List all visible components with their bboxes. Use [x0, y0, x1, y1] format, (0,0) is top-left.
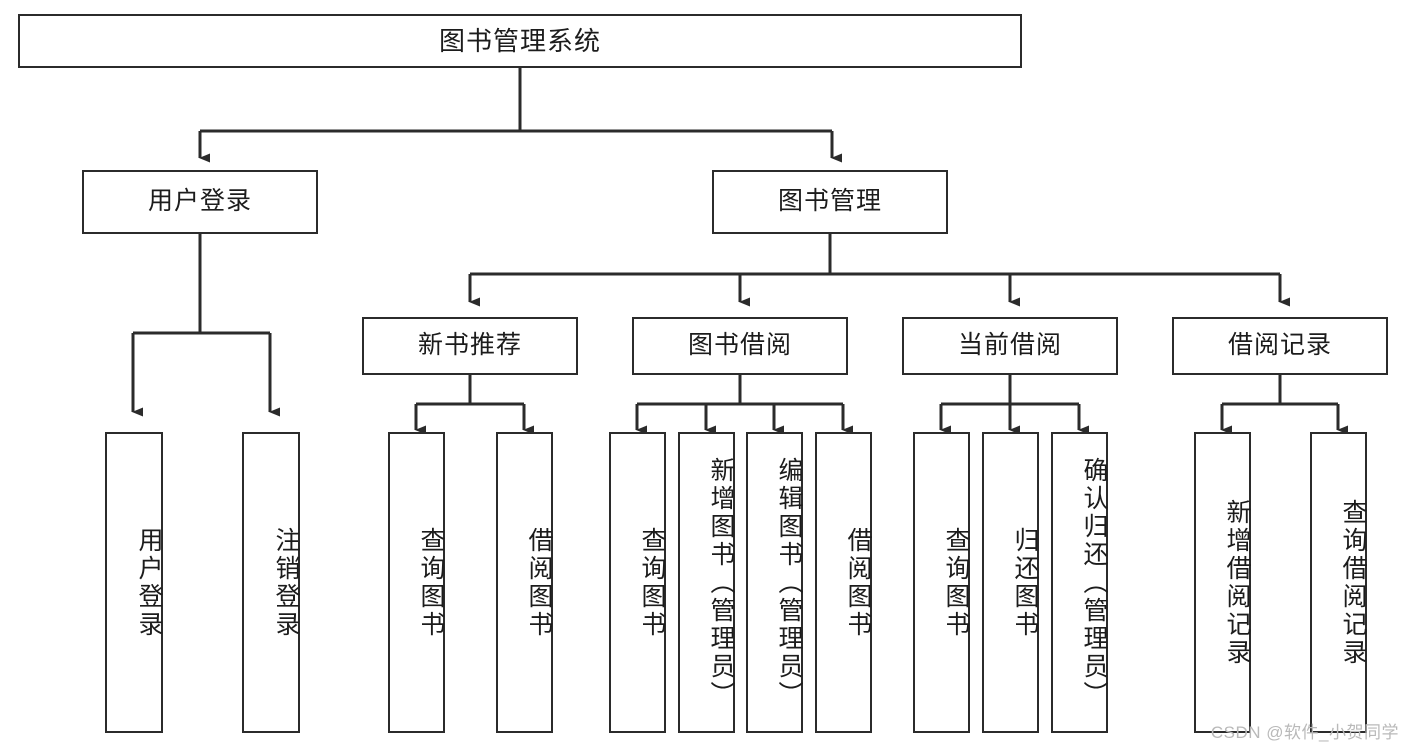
node-label: 用户登录: [135, 526, 163, 639]
leaf-user-login-signin[interactable]: 用户登录: [105, 432, 163, 733]
leaf-current-return-book[interactable]: 归还图书: [982, 432, 1039, 733]
leaf-new-book-borrow[interactable]: 借阅图书: [496, 432, 553, 733]
node-label: 查询图书: [942, 526, 970, 639]
node-root-system[interactable]: 图书管理系统: [18, 14, 1022, 68]
node-label: 借阅图书: [844, 526, 872, 639]
node-label: 借阅图书: [525, 526, 553, 639]
leaf-current-query-book[interactable]: 查询图书: [913, 432, 970, 733]
node-label: 归还图书: [1011, 526, 1039, 639]
node-borrow-record[interactable]: 借阅记录: [1172, 317, 1388, 375]
node-label: 查询借阅记录: [1339, 498, 1367, 667]
node-label: 借阅记录: [1227, 331, 1332, 360]
node-label: 图书管理系统: [438, 25, 601, 56]
node-book-borrow[interactable]: 图书借阅: [632, 317, 848, 375]
leaf-user-login-signout[interactable]: 注销登录: [242, 432, 300, 733]
leaf-borrow-query-book[interactable]: 查询图书: [609, 432, 666, 733]
leaf-record-query[interactable]: 查询借阅记录: [1310, 432, 1367, 733]
leaf-borrow-edit-book[interactable]: 编辑图书（管理员）: [746, 432, 803, 733]
leaf-record-add[interactable]: 新增借阅记录: [1194, 432, 1251, 733]
node-new-book-recommend[interactable]: 新书推荐: [362, 317, 578, 375]
node-label: 新书推荐: [417, 331, 522, 360]
node-label: 注销登录: [272, 526, 300, 639]
node-label: 确认归还（管理员）: [1080, 456, 1108, 709]
node-label: 编辑图书（管理员）: [775, 456, 803, 709]
node-label: 用户登录: [147, 187, 252, 216]
node-user-login[interactable]: 用户登录: [82, 170, 318, 234]
leaf-borrow-add-book[interactable]: 新增图书（管理员）: [678, 432, 735, 733]
leaf-borrow-borrow-book[interactable]: 借阅图书: [815, 432, 872, 733]
node-label: 图书借阅: [687, 331, 792, 360]
node-label: 新增借阅记录: [1223, 498, 1251, 667]
node-label: 图书管理: [777, 187, 882, 216]
leaf-new-book-query[interactable]: 查询图书: [388, 432, 445, 733]
node-label: 查询图书: [417, 526, 445, 639]
leaf-current-confirm-return[interactable]: 确认归还（管理员）: [1051, 432, 1108, 733]
node-label: 查询图书: [638, 526, 666, 639]
csdn-watermark: CSDN @软件_小贺同学: [1210, 723, 1399, 742]
node-book-management[interactable]: 图书管理: [712, 170, 948, 234]
node-label: 新增图书（管理员）: [707, 456, 735, 709]
node-label: 当前借阅: [957, 331, 1062, 360]
node-current-borrow[interactable]: 当前借阅: [902, 317, 1118, 375]
